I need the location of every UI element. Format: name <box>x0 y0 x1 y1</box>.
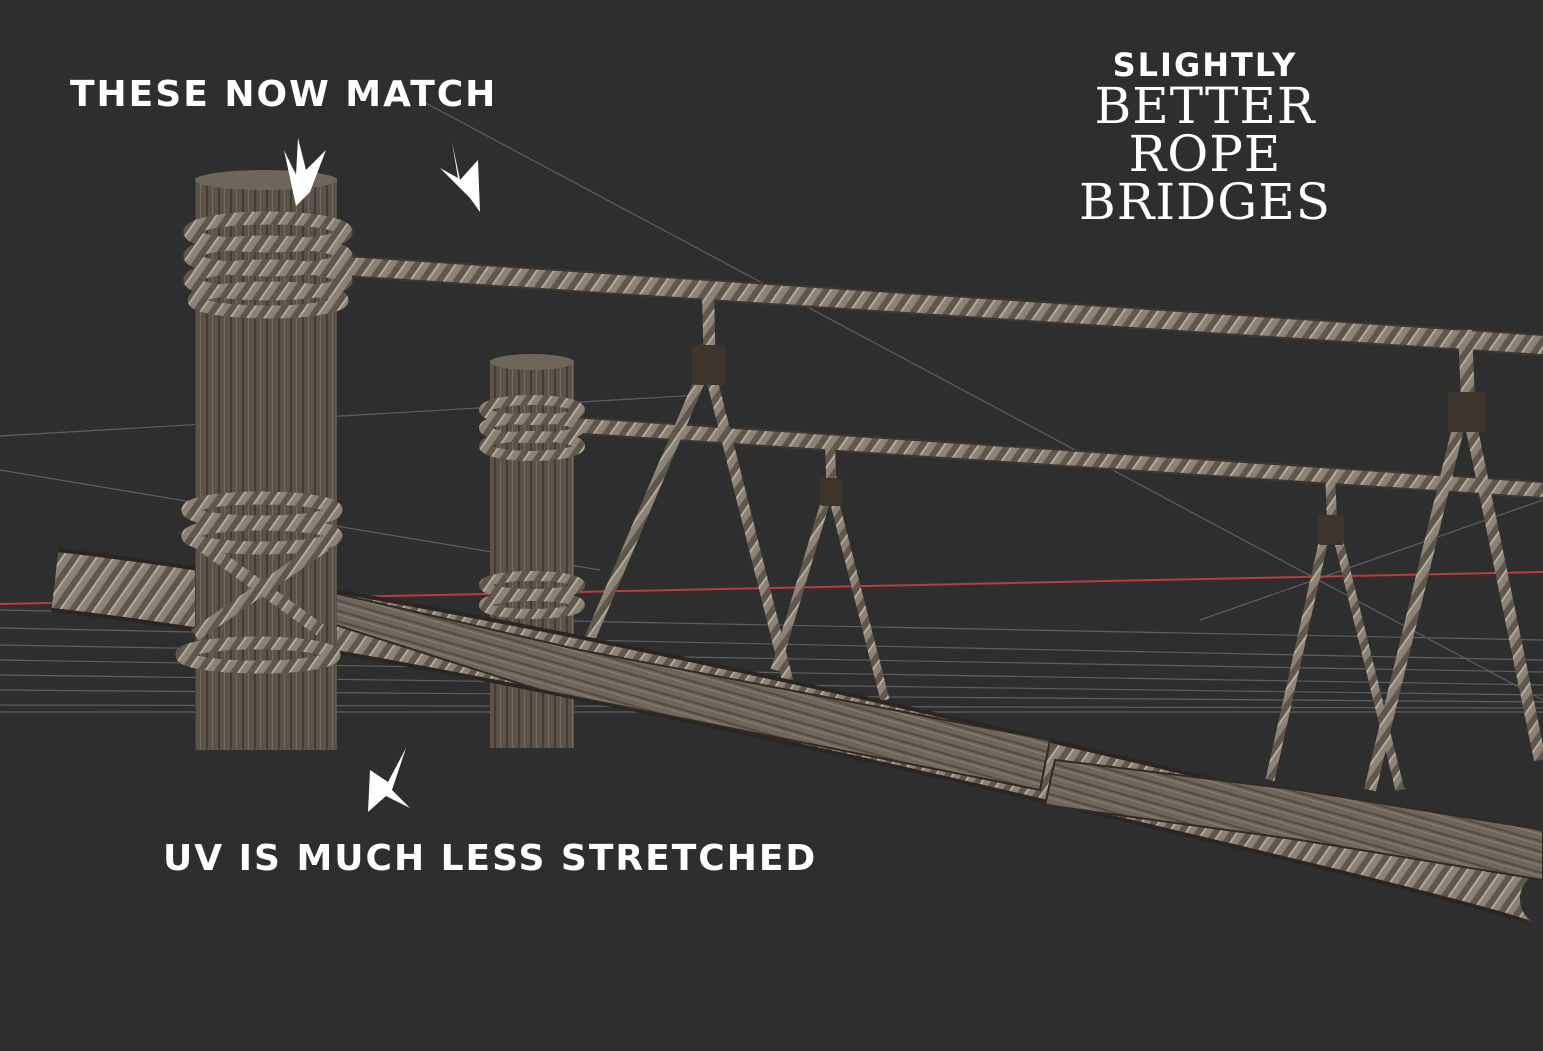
annotation-bottom: UV IS MUCH LESS STRETCHED <box>163 838 818 879</box>
hand-rope-lower <box>569 416 1543 499</box>
title-line-1: SLIGHTLY <box>1112 46 1298 84</box>
title-line-2: BETTER <box>1094 77 1316 135</box>
hanger-clamps <box>692 345 1486 545</box>
hand-rope-upper <box>329 254 1543 356</box>
title-line-3: ROPE <box>1128 125 1282 183</box>
post-front <box>175 170 353 750</box>
walkway-planks <box>318 590 1543 882</box>
title-line-4: BRIDGES <box>1079 173 1331 231</box>
arrow-down-icon <box>284 138 326 206</box>
arrow-up-icon <box>368 748 410 812</box>
rope-hangers <box>579 289 1543 792</box>
arrow-icons <box>284 138 480 812</box>
arrow-down-icon-2 <box>440 142 480 212</box>
annotation-top: THESE NOW MATCH <box>70 74 498 115</box>
title-block: SLIGHTLY BETTER ROPE BRIDGES <box>1060 46 1350 231</box>
